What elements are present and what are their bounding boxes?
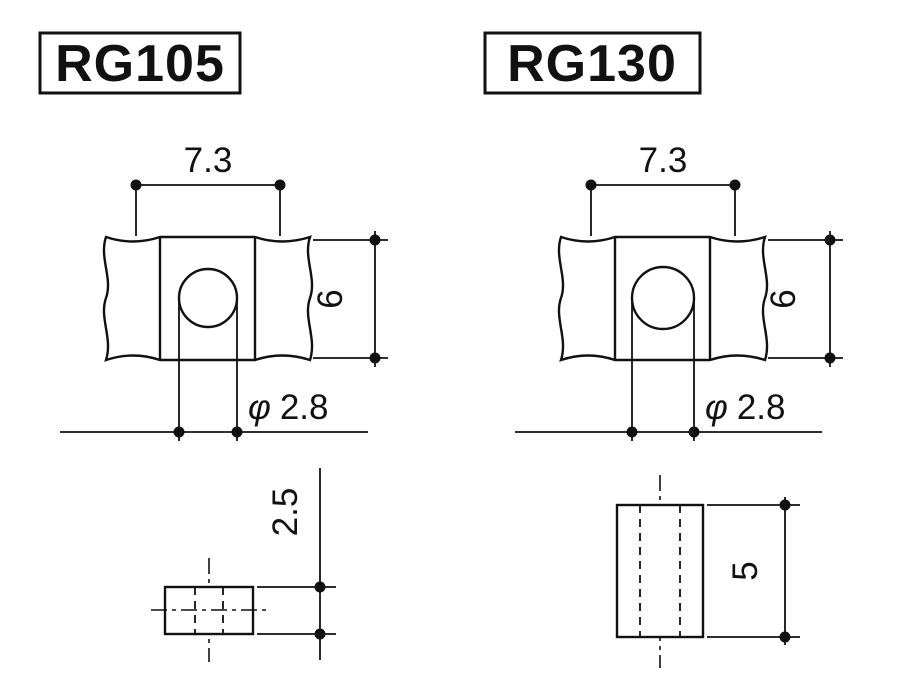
panel-rg130: RG130 7.3 6 — [483, 31, 843, 668]
dimension-dot — [274, 179, 286, 191]
width-dimension: 7.3 — [585, 141, 741, 236]
hole-value: 2.8 — [280, 388, 329, 427]
dimension-dot — [626, 426, 638, 438]
dimension-dot — [729, 179, 741, 191]
height-dimension-text: 6 — [764, 289, 803, 308]
dimension-dot — [779, 499, 791, 511]
dimension-dot — [369, 234, 381, 246]
thickness-dimension: 2.5 — [257, 468, 336, 660]
dimension-dot — [130, 179, 142, 191]
dimension-dot — [369, 352, 381, 364]
side-view-rg105: 2.5 — [151, 468, 336, 662]
dimension-dot — [231, 426, 243, 438]
thickness-dimension-text: 2.5 — [266, 488, 305, 537]
model-label-rg130: RG130 — [483, 31, 702, 95]
hole-circle — [177, 267, 239, 329]
dimension-dot — [585, 179, 597, 191]
dimension-dot — [824, 234, 836, 246]
front-view-rg105: 7.3 6 — [60, 141, 388, 441]
model-label-text: RG105 — [55, 35, 225, 93]
diameter-symbol: φ — [705, 388, 728, 427]
dimension-dot — [824, 352, 836, 364]
height-dimension: 6 — [764, 231, 843, 367]
thickness-dimension: 5 — [707, 497, 800, 645]
dimension-dot — [173, 426, 185, 438]
width-dimension: 7.3 — [130, 141, 286, 236]
dimension-dot — [688, 426, 700, 438]
height-dimension: 6 — [311, 231, 388, 367]
model-label-box — [483, 31, 702, 95]
height-dimension-text: 6 — [311, 289, 350, 308]
dimension-dot — [779, 631, 791, 643]
hole-circle — [630, 265, 696, 331]
thickness-dimension-text: 5 — [726, 561, 765, 580]
width-dimension-text: 7.3 — [639, 141, 688, 180]
model-label-rg105: RG105 — [38, 31, 242, 95]
front-view-rg130: 7.3 6 — [515, 141, 843, 441]
width-dimension-text: 7.3 — [184, 141, 233, 180]
side-view-rg130: 5 — [615, 475, 800, 668]
dimension-dot — [314, 628, 326, 640]
model-label-box — [38, 31, 242, 95]
dimension-dot — [314, 581, 326, 593]
side-view-outline — [615, 503, 705, 639]
diameter-symbol: φ — [248, 388, 271, 427]
hole-value: 2.8 — [737, 388, 786, 427]
model-label-text: RG130 — [507, 35, 677, 93]
side-view-outline — [163, 585, 255, 636]
panel-rg105: RG105 7.3 6 — [38, 31, 388, 662]
